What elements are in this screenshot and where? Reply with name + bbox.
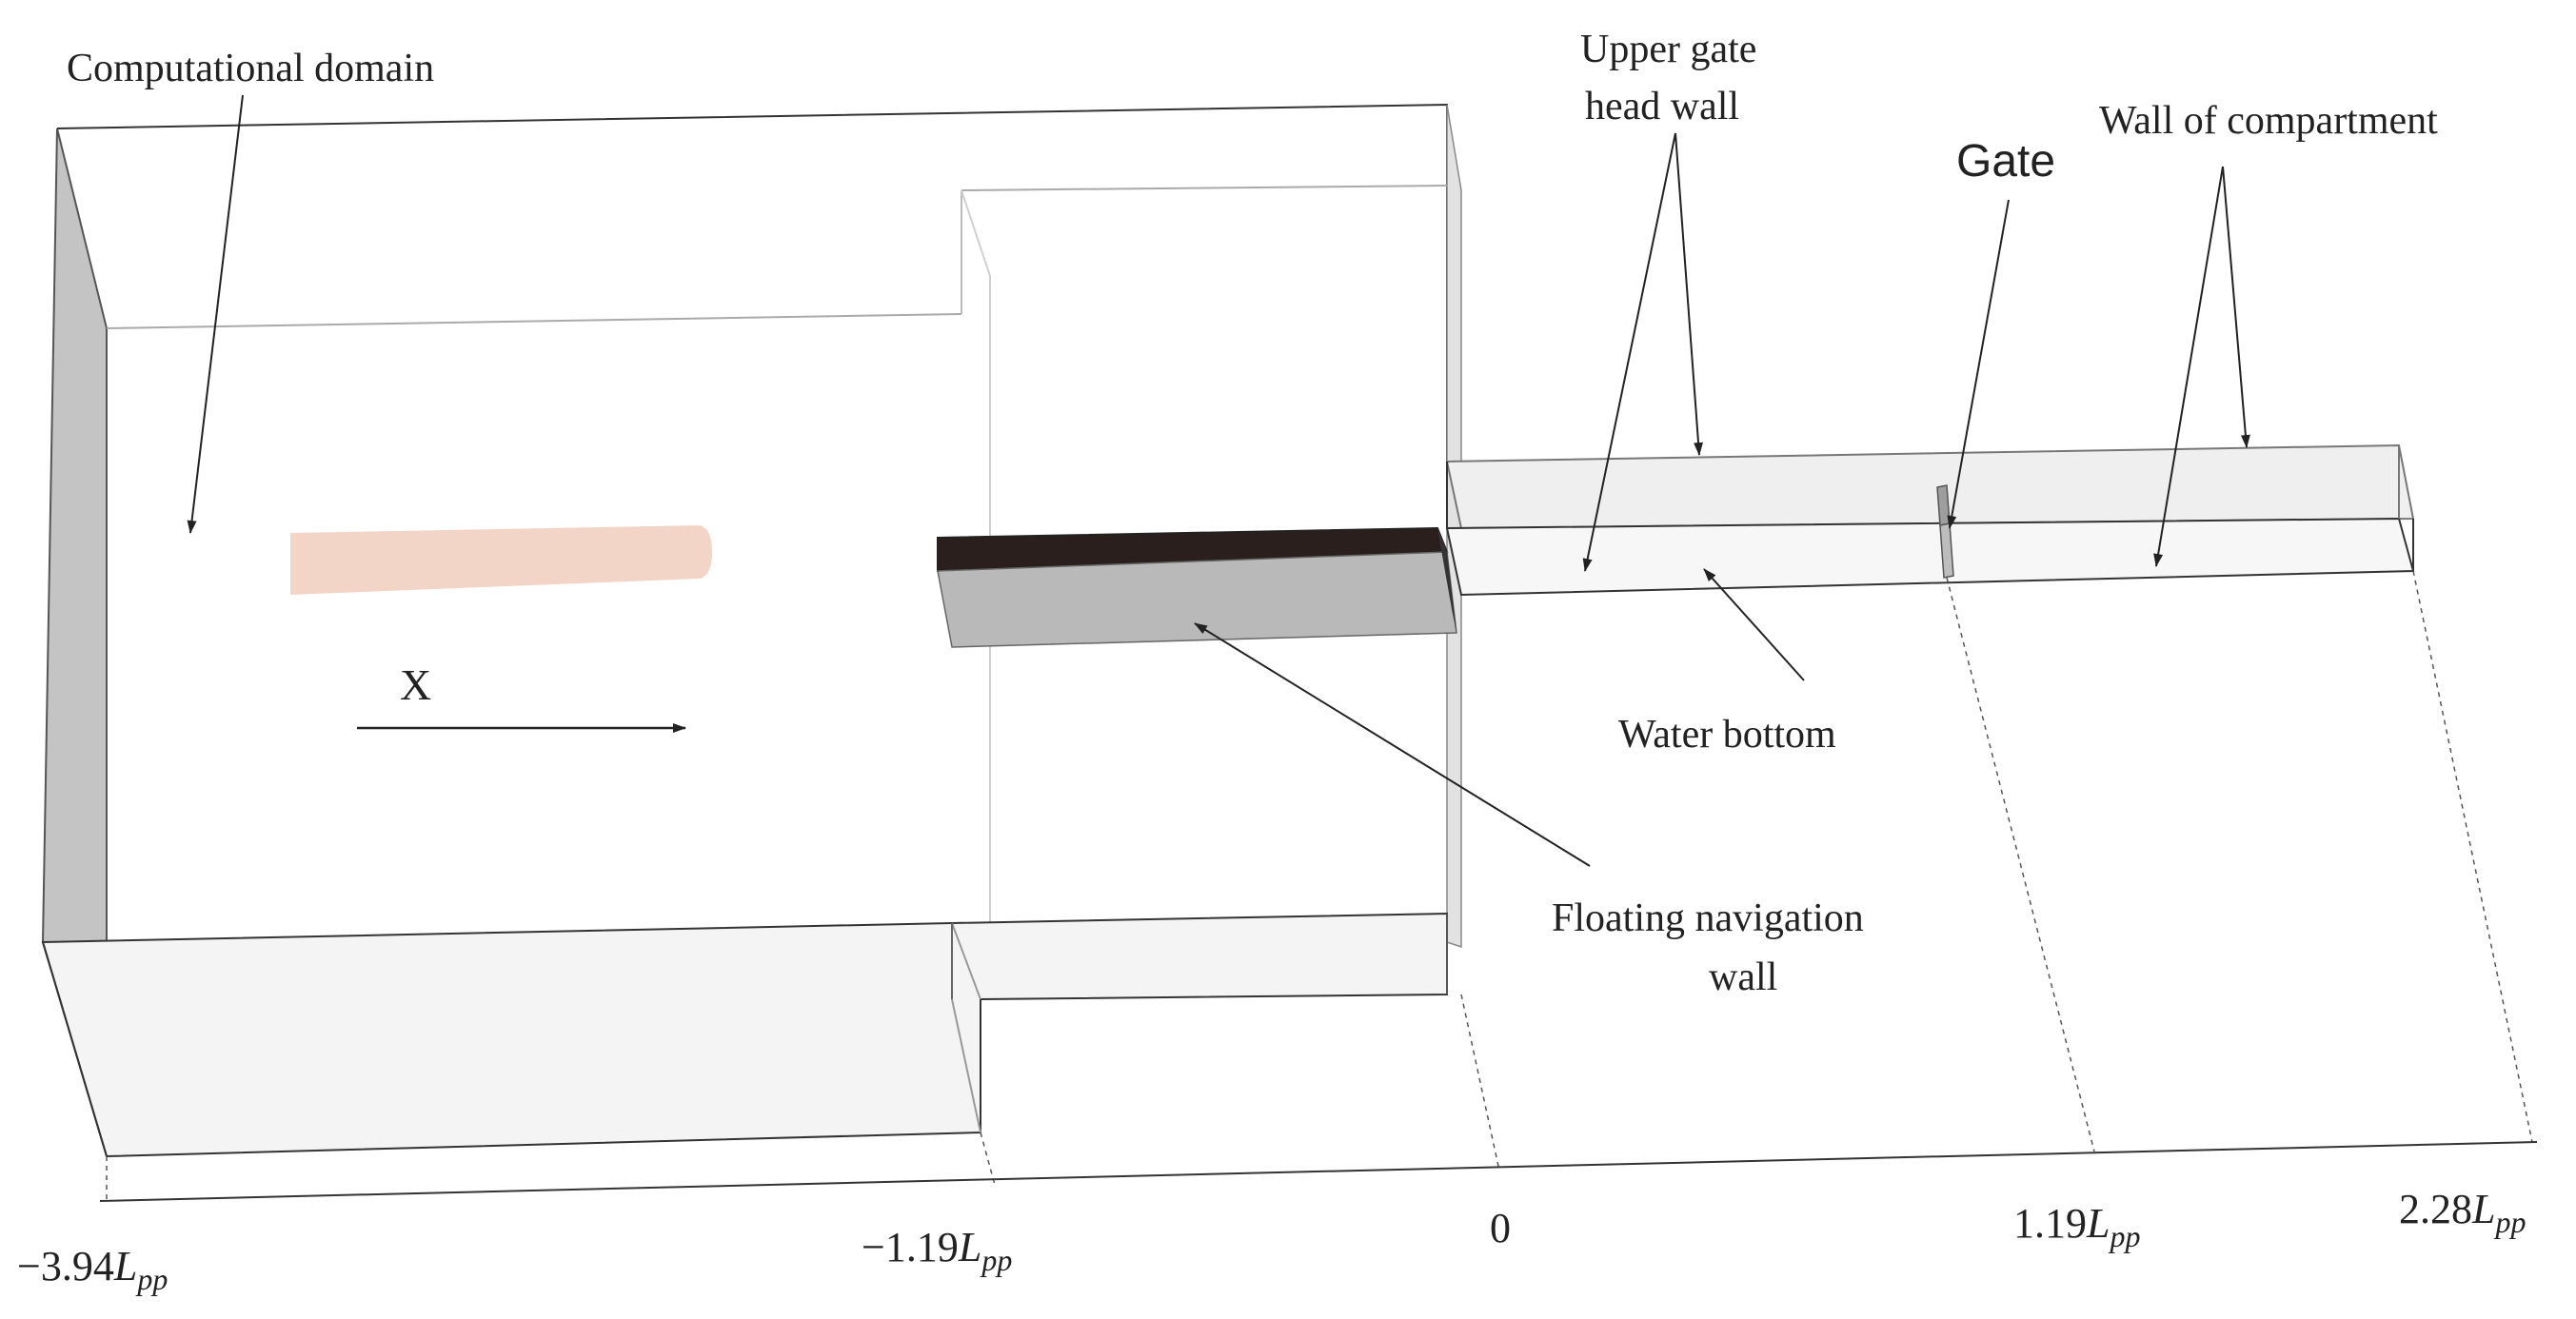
ship-hull — [290, 525, 712, 595]
label-computational-domain: Computational domain — [67, 47, 434, 90]
gate — [1936, 484, 1954, 579]
label-gate: Gate — [1956, 136, 2055, 187]
tick-label-neg-3-94: −3.94Lpp — [17, 1243, 168, 1296]
tick-label-2-28: 2.28Lpp — [2399, 1186, 2526, 1239]
label-upper-gate-head-wall-2: head wall — [1585, 85, 1739, 128]
bottom-axis — [99, 1141, 2538, 1202]
label-floating-nav-wall-2: wall — [1709, 955, 1777, 999]
label-wall-of-compartment: Wall of compartment — [2099, 99, 2438, 143]
projection-lines — [106, 570, 2533, 1199]
computational-domain-box — [41, 103, 1462, 1158]
label-water-bottom: Water bottom — [1618, 713, 1836, 757]
label-upper-gate-head-wall-1: Upper gate — [1580, 28, 1756, 71]
tick-label-neg-1-19: −1.19Lpp — [862, 1224, 1012, 1277]
tick-label-zero: 0 — [1490, 1205, 1511, 1251]
label-floating-nav-wall-1: Floating navigation — [1552, 896, 1864, 940]
tick-label-1-19: 1.19Lpp — [2013, 1200, 2140, 1253]
floating-navigation-wall — [937, 526, 1457, 648]
leader-arrows — [187, 94, 2250, 867]
label-x-axis: X — [400, 660, 431, 709]
lock-chamber — [1445, 443, 2415, 597]
